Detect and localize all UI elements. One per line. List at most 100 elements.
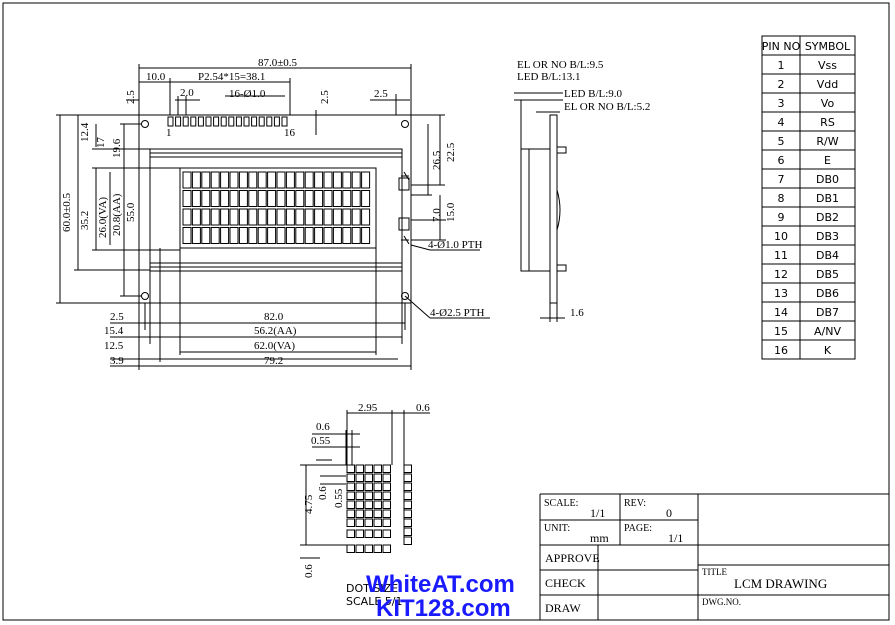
dim-label: 4.75 — [303, 494, 315, 514]
dot — [373, 518, 382, 527]
pin-number: 6 — [778, 154, 785, 167]
unit-field-label: UNIT: — [544, 523, 570, 534]
dot — [364, 500, 373, 509]
watermark-line: WhiteAT.com — [366, 571, 515, 598]
pin-number: 12 — [774, 268, 788, 281]
dot — [355, 509, 364, 518]
character-cell — [314, 190, 324, 207]
dim-label: 10.0 — [146, 71, 166, 83]
character-cell — [220, 171, 230, 189]
character-cell — [267, 208, 277, 226]
character-cell — [267, 171, 277, 189]
pin-symbol: K — [824, 344, 832, 357]
dim-label: 15.4 — [104, 325, 124, 337]
dim-label: 7.0 — [431, 208, 443, 222]
dot — [382, 518, 391, 527]
dot — [373, 500, 382, 509]
dot — [355, 491, 364, 500]
side-note: EL OR NO B/L:9.5 — [517, 59, 604, 71]
pin-number: 11 — [774, 249, 788, 262]
pin-symbol: DB2 — [816, 211, 839, 224]
pin-symbol: Vo — [821, 97, 835, 110]
pin-number: 9 — [778, 211, 785, 224]
scale-label: SCALE 5/1 — [346, 595, 402, 608]
dot — [364, 518, 373, 527]
character-cell — [182, 190, 192, 207]
top-dimensions — [126, 64, 412, 135]
dim-label: 2.0 — [180, 87, 194, 99]
mounting-hole — [141, 120, 149, 128]
character-cell — [201, 190, 211, 207]
dot — [364, 529, 373, 538]
character-cell — [285, 208, 295, 226]
character-cell — [332, 171, 342, 189]
mounting-hole — [141, 292, 149, 300]
left-dimensions — [56, 114, 180, 304]
character-cell — [342, 208, 352, 226]
character-cell — [229, 190, 239, 207]
character-cell — [191, 190, 201, 207]
bezel-outline — [149, 148, 403, 272]
dim-label: 56.2(AA) — [254, 325, 297, 337]
character-cell — [182, 227, 192, 244]
character-cell — [248, 227, 258, 244]
dot — [382, 473, 391, 482]
dot — [355, 500, 364, 509]
character-cell — [361, 171, 371, 189]
dot — [382, 482, 391, 491]
dim-label: 3.9 — [110, 355, 124, 367]
pin-last-label: 16 — [284, 127, 296, 139]
character-cell — [238, 190, 248, 207]
pin-pad — [205, 116, 212, 127]
character-cell — [276, 227, 286, 244]
dim-label: 2.5 — [319, 90, 331, 104]
character-cell — [314, 227, 324, 244]
pin-symbol: DB6 — [816, 287, 839, 300]
dim-label: 62.0(VA) — [254, 340, 295, 352]
character-cell — [304, 171, 314, 189]
character-cell — [342, 227, 352, 244]
character-cell — [304, 190, 314, 207]
dot — [373, 529, 382, 538]
pin-number: 10 — [774, 230, 788, 243]
character-cell — [191, 227, 201, 244]
character-cell — [342, 171, 352, 189]
character-cell — [267, 190, 277, 207]
dim-label: 17 — [95, 137, 107, 149]
pin-number: 3 — [778, 97, 785, 110]
dim-label: 35.2 — [79, 211, 91, 230]
right-dimensions — [404, 114, 490, 319]
pin-pad — [197, 116, 204, 127]
character-cell — [351, 190, 361, 207]
side-note: LED B/L:9.0 — [564, 88, 623, 100]
dim-label: 0.6 — [416, 402, 430, 414]
pin-number: 1 — [778, 59, 785, 72]
character-cell — [182, 171, 192, 189]
hole-note-small: 4-Ø1.0 PTH — [428, 239, 482, 251]
character-cell — [210, 227, 220, 244]
dim-label: 20.8(AA) — [111, 193, 123, 236]
pin-pad — [175, 116, 182, 127]
cursor-dot — [364, 544, 373, 553]
dim-label: 2.5 — [110, 311, 124, 323]
character-cell — [257, 190, 267, 207]
pin-symbol: DB4 — [816, 249, 839, 262]
dot — [364, 509, 373, 518]
dot — [346, 518, 355, 527]
character-cell — [361, 227, 371, 244]
character-cell — [314, 171, 324, 189]
scale-field-label: SCALE: — [544, 498, 578, 509]
dot — [364, 473, 373, 482]
character-cell — [210, 208, 220, 226]
pin-symbol: DB0 — [816, 173, 839, 186]
pin-pad — [190, 116, 197, 127]
character-cell — [276, 190, 286, 207]
dim-label: 15.0 — [445, 202, 457, 222]
title-field-value: LCM DRAWING — [734, 576, 827, 591]
character-cell — [295, 227, 305, 244]
hole-note-large: 4-Ø2.5 PTH — [430, 307, 484, 319]
rev-field-value: 0 — [666, 506, 672, 520]
dot — [355, 482, 364, 491]
